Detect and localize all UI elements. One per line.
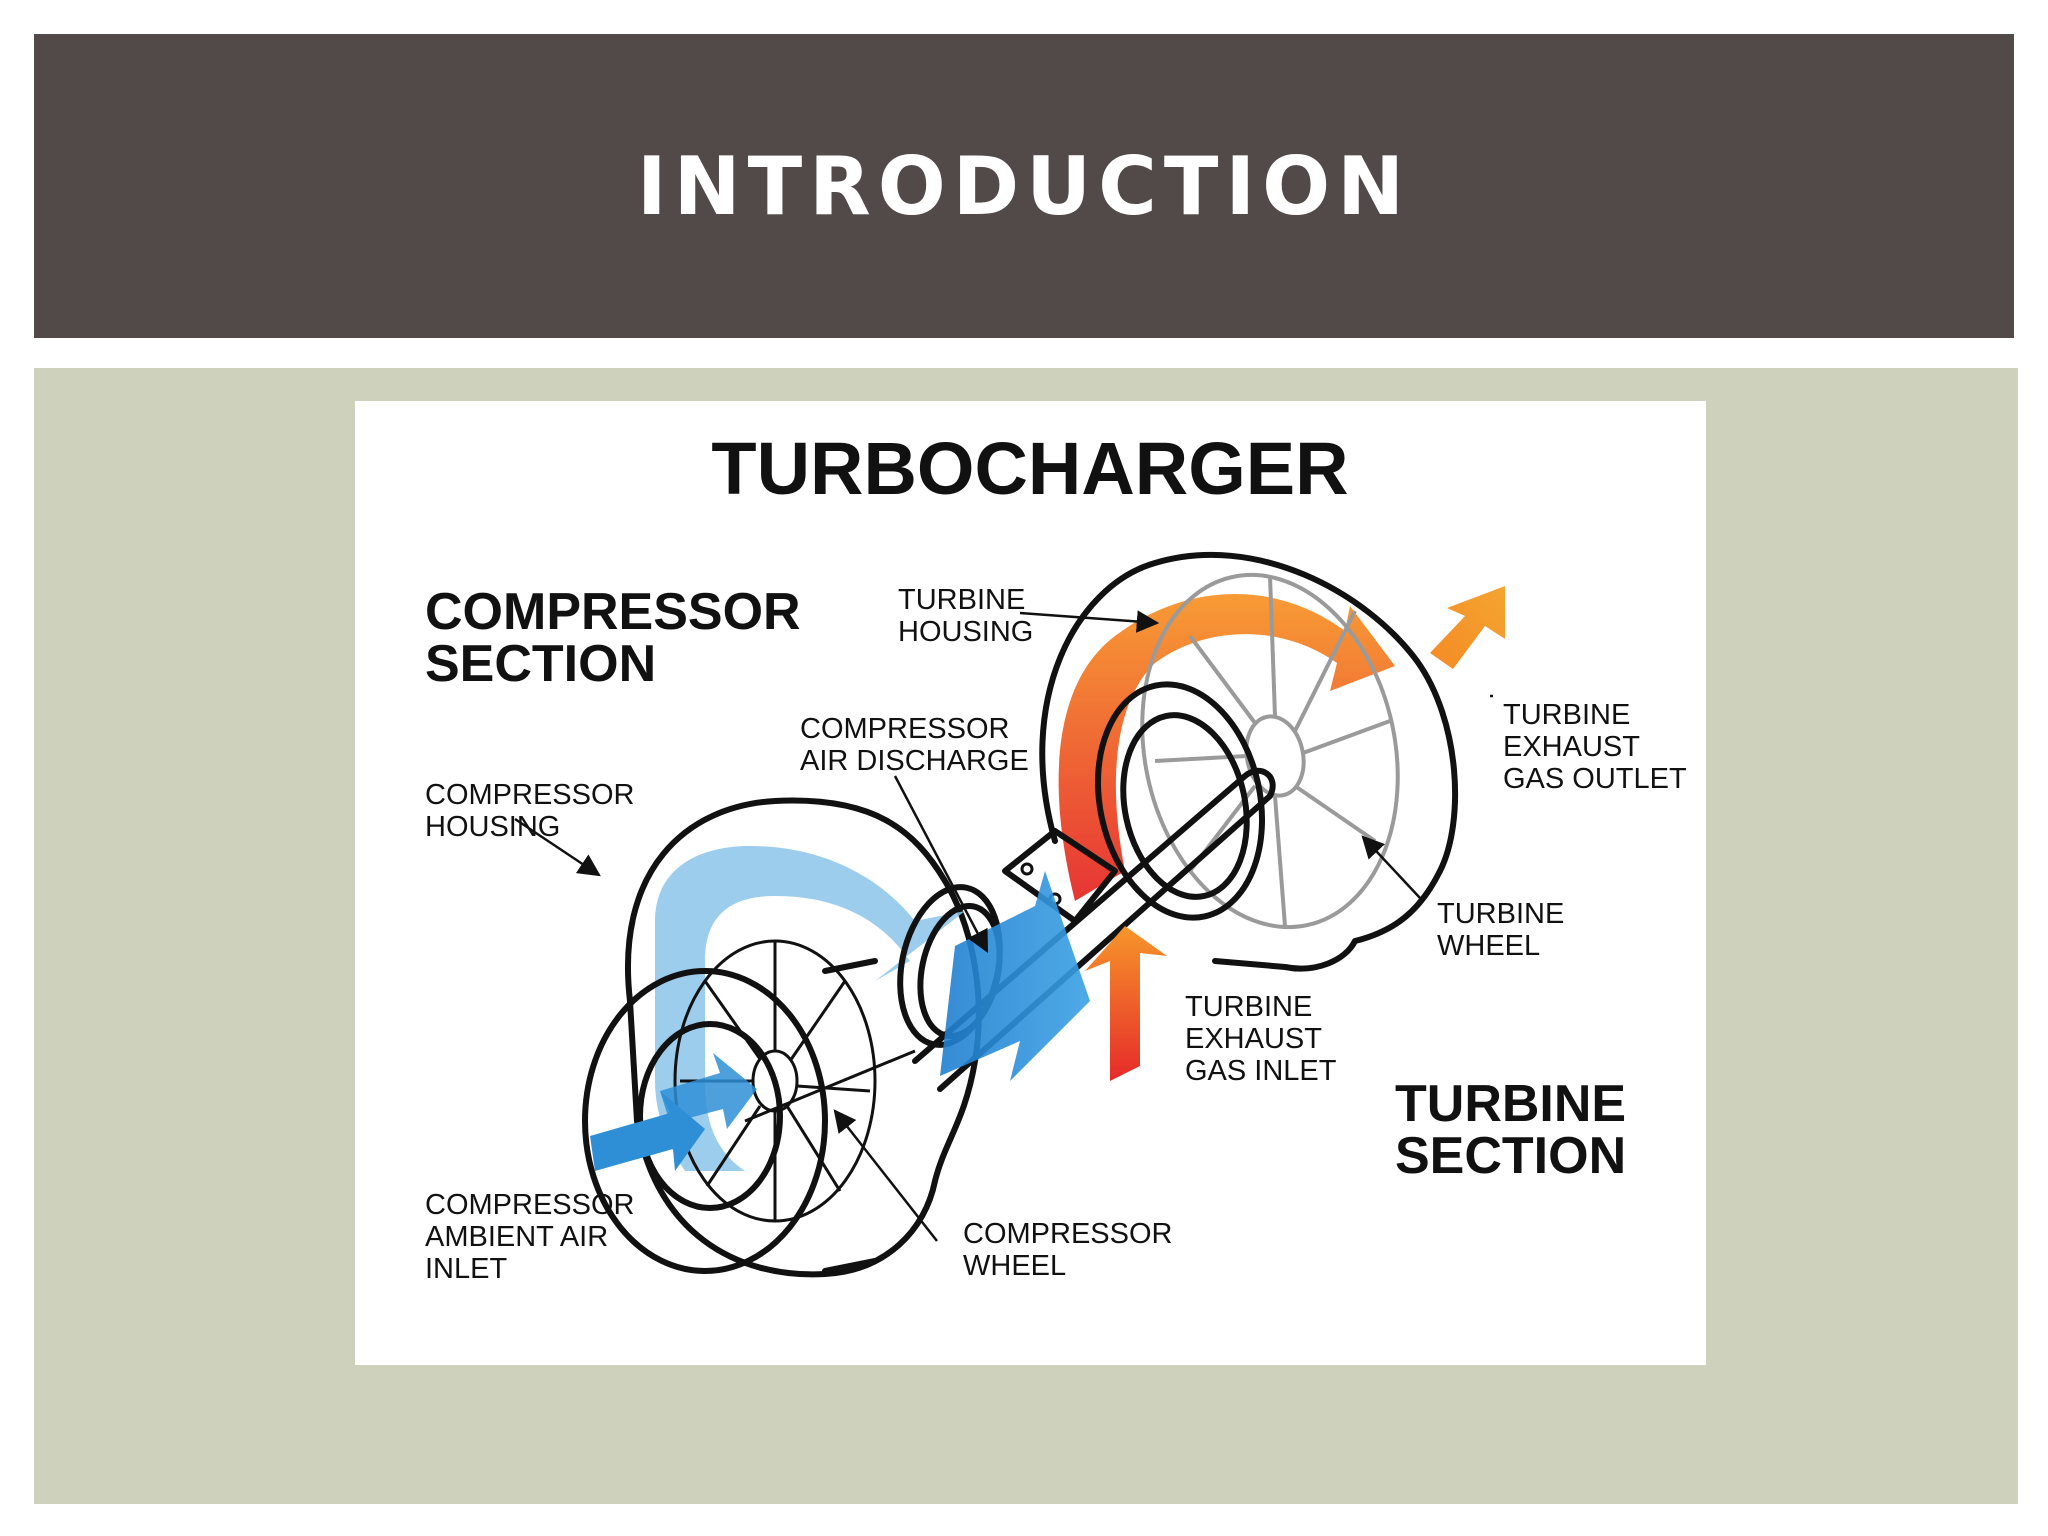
title-band: INTRODUCTION — [34, 34, 2014, 338]
compressor-front-ring — [582, 968, 828, 1274]
compressor-wheel — [673, 939, 877, 1223]
slide-title: INTRODUCTION — [636, 139, 1412, 233]
compressor-air-path — [655, 846, 965, 1171]
label-compressor-housing: COMPRESSOR HOUSING — [425, 779, 643, 843]
compressor-assembly — [582, 797, 1090, 1278]
label-turbine-housing: TURBINE HOUSING — [898, 584, 1033, 648]
label-compressor-ambient-air-inlet: COMPRESSOR AMBIENT AIR INLET — [425, 1189, 643, 1285]
turbine-exhaust-inlet-arrow — [1085, 926, 1167, 1081]
compressor-inlet-arrow-2 — [660, 1053, 757, 1129]
shaft — [912, 767, 1276, 1092]
label-compressor-wheel: COMPRESSOR WHEEL — [963, 1218, 1181, 1282]
turbocharger-diagram: TURBOCHARGER COMPRESSOR SECTION TURBINE … — [355, 401, 1706, 1365]
turbine-inner-ring — [1094, 681, 1266, 921]
turbine-housing-outline — [1039, 551, 1459, 972]
turbine-exhaust-swirl — [1058, 594, 1395, 901]
compressor-discharge-arrow — [940, 871, 1090, 1081]
diagram-title: TURBOCHARGER — [711, 427, 1348, 510]
turbocharger-illustration: TURBOCHARGER COMPRESSOR SECTION TURBINE … — [425, 427, 1687, 1285]
label-turbine-exhaust-gas-outlet: TURBINE EXHAUST GAS OUTLET — [1503, 699, 1687, 795]
compressor-section-label: COMPRESSOR SECTION — [425, 583, 815, 693]
label-compressor-air-discharge: COMPRESSOR AIR DISCHARGE — [800, 713, 1029, 777]
label-turbine-exhaust-gas-inlet: TURBINE EXHAUST GAS INLET — [1185, 991, 1337, 1087]
turbine-assembly — [1002, 551, 1459, 972]
turbine-section-label: TURBINE SECTION — [1395, 1075, 1641, 1185]
label-turbine-wheel: TURBINE WHEEL — [1437, 898, 1572, 962]
compressor-inlet-ring — [637, 1021, 783, 1211]
turbine-inner-ring-2 — [1120, 712, 1250, 900]
turbine-exhaust-outlet-arrow — [1430, 586, 1505, 669]
